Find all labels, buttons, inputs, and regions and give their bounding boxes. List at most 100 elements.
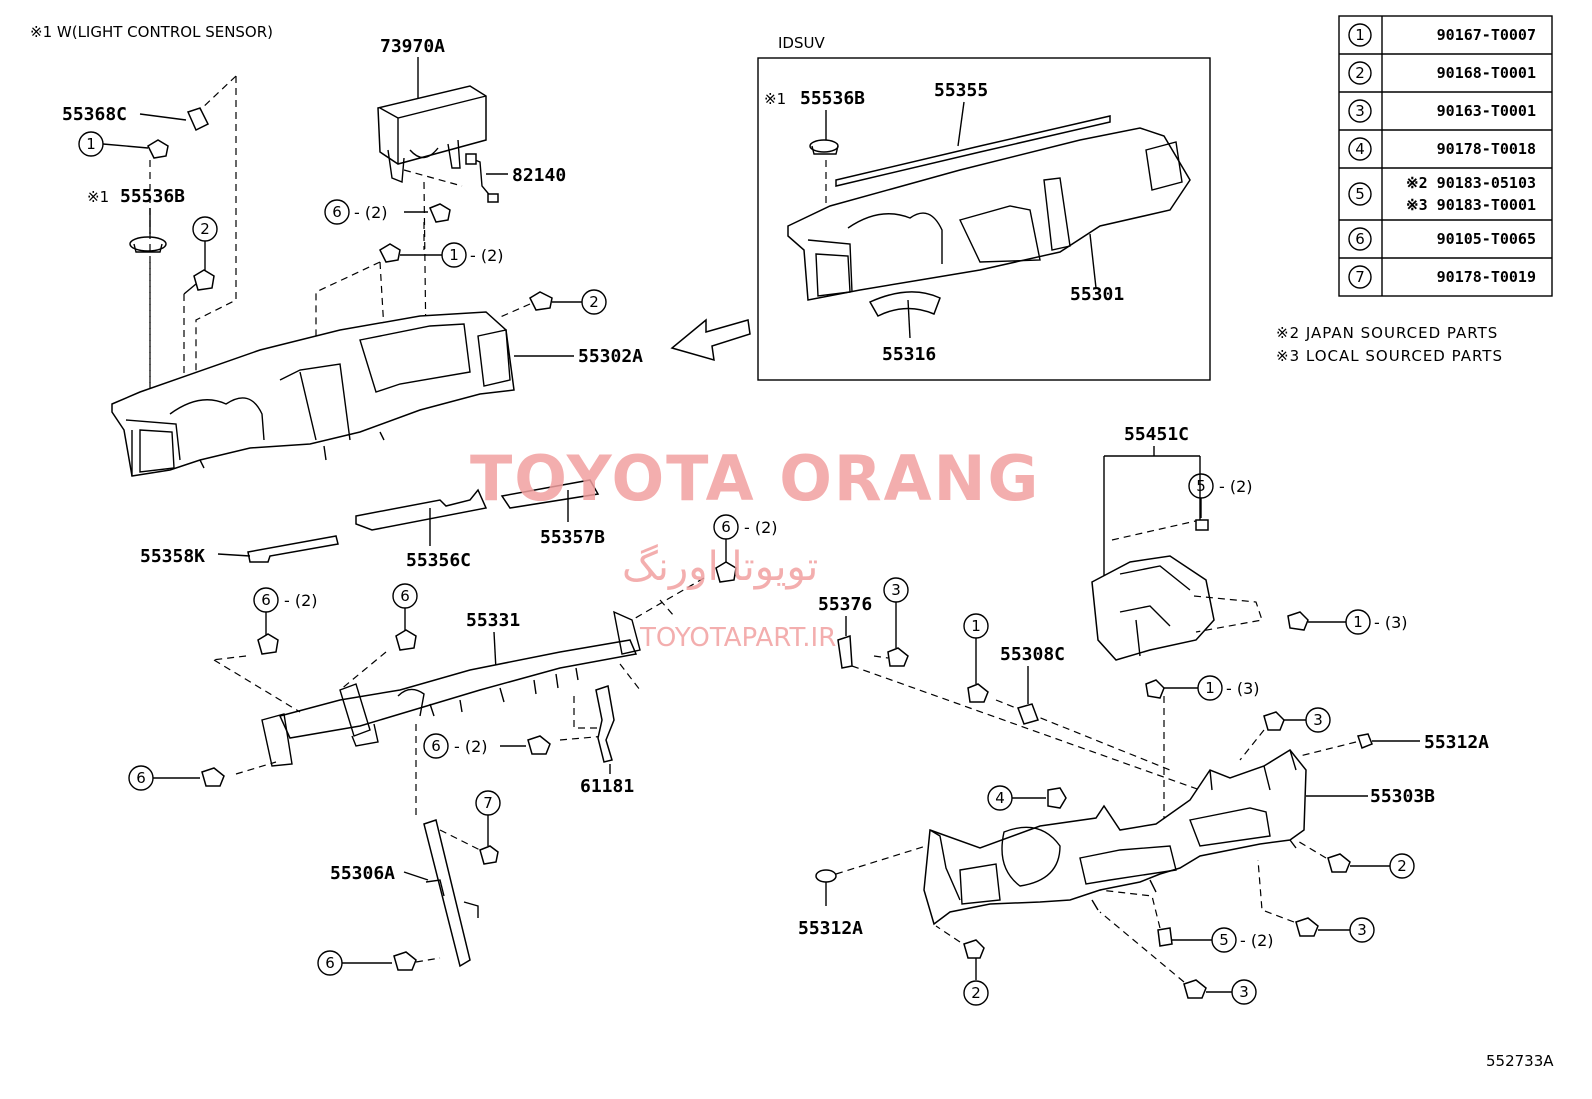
clip-55312a-right: 55312A xyxy=(1299,732,1489,757)
svg-text:2: 2 xyxy=(589,293,599,311)
pads: 55358K 55356C 55357B xyxy=(140,479,605,571)
part-label-55302a: 55302A xyxy=(578,346,643,367)
part-label-73970a: 73970A xyxy=(380,36,445,57)
bolt-number: 6 xyxy=(1355,230,1365,248)
part-label-55376: 55376 xyxy=(818,594,872,615)
bolt-part-number: ※2 90183-05103 xyxy=(1406,174,1536,192)
bolt-part-number: ※3 90183-T0001 xyxy=(1406,196,1536,214)
bolt-callout-1-d: 1 - (3) xyxy=(1145,675,1260,701)
nut-callout-4: 4 xyxy=(987,785,1067,811)
bolt-part-number: 90163-T0001 xyxy=(1437,102,1536,120)
bolt-callout-1-c: 1 - (3) xyxy=(1287,609,1408,635)
airbag-assembly: 73970A xyxy=(377,36,487,184)
svg-text:3: 3 xyxy=(1313,711,1323,729)
svg-text:1: 1 xyxy=(86,135,96,153)
clip-55308c: 55308C xyxy=(1000,644,1065,725)
svg-text:- (2): - (2) xyxy=(354,203,388,222)
svg-text:1: 1 xyxy=(449,246,459,264)
bolt-callout-6-f: 6 xyxy=(317,950,441,976)
bolt-callout-3-c: 3 xyxy=(1257,859,1375,943)
svg-text:3: 3 xyxy=(1357,921,1367,939)
svg-text:2: 2 xyxy=(971,984,981,1002)
clip-55312a-left: 55312A xyxy=(798,845,927,939)
svg-text:2: 2 xyxy=(1397,857,1407,875)
bolt-callout-2-left: 2 xyxy=(183,216,218,295)
reinforcement-55331: 55331 xyxy=(261,610,641,767)
svg-text:※1: ※1 xyxy=(764,90,786,108)
svg-text:6: 6 xyxy=(332,203,342,221)
bolt-callout-2-dash: 2 xyxy=(529,289,607,315)
svg-text:2: 2 xyxy=(200,220,210,238)
note-local: ※3 LOCAL SOURCED PARTS xyxy=(1276,347,1503,365)
sensor-55536b: ※1 55536B xyxy=(87,186,185,253)
part-label-55308c: 55308C xyxy=(1000,644,1065,665)
leaders-mid xyxy=(211,519,1201,851)
nut-callout-7: 7 xyxy=(475,790,501,865)
part-label-55301: 55301 xyxy=(1070,284,1124,305)
bolt-part-number: 90168-T0001 xyxy=(1437,64,1536,82)
bolt-callout-6-top: 6 - (2) xyxy=(324,199,451,225)
svg-text:- (2): - (2) xyxy=(1219,477,1253,496)
part-label-55303b: 55303B xyxy=(1370,786,1435,807)
bolt-part-number: 90178-T0018 xyxy=(1437,140,1536,158)
svg-text:- (3): - (3) xyxy=(1374,613,1408,632)
clip-55368c: 55368C xyxy=(62,104,210,132)
svg-text:1: 1 xyxy=(1353,613,1363,631)
bolt-callout-6-e: 6 xyxy=(128,765,225,791)
bolt-callout-6-d: 6 - (2) xyxy=(423,733,551,759)
svg-text:- (2): - (2) xyxy=(284,591,318,610)
bolt-callout-1-top: 1 - (2) xyxy=(379,242,504,268)
bolt-callout-2-b: 2 xyxy=(1295,839,1415,879)
part-label-55451c: 55451C xyxy=(1124,424,1189,445)
bracket-61181: 61181 xyxy=(580,685,634,797)
harness-82140: 82140 xyxy=(465,153,566,203)
part-label-55331: 55331 xyxy=(466,610,520,631)
brace-55306a: 55306A xyxy=(330,819,479,968)
svg-text:- (3): - (3) xyxy=(1226,679,1260,698)
part-label-55357b: 55357B xyxy=(540,527,605,548)
bolt-number: 4 xyxy=(1355,140,1365,158)
bolt-callout-6-b: 6 xyxy=(392,583,418,651)
bolt-table-row: 2 90168-T0001 xyxy=(1339,53,1552,85)
clip-callout-5-b: 5 - (2) xyxy=(1099,889,1274,953)
part-label-55536b-inset: 55536B xyxy=(800,88,865,109)
note-japan: ※2 JAPAN SOURCED PARTS xyxy=(1276,324,1498,342)
part-label-61181: 61181 xyxy=(580,776,634,797)
part-label-55316: 55316 xyxy=(882,344,936,365)
bolt-callout-3-b: 3 xyxy=(1239,707,1331,761)
bolt-number: 7 xyxy=(1355,268,1365,286)
bolt-number: 2 xyxy=(1355,64,1365,82)
watermark-site: TOYOTAPART.IR xyxy=(639,623,836,653)
bolt-number: 5 xyxy=(1355,185,1365,203)
part-label-55358k: 55358K xyxy=(140,546,205,567)
bolt-callout-6-a: 6 - (2) xyxy=(253,587,318,655)
watermark: TOYOTA ORANG تویوتا اورنگ TOYOTAPART.IR xyxy=(470,442,1040,653)
dash-panel-55302a: 55302A xyxy=(111,311,643,477)
watermark-persian: تویوتا اورنگ xyxy=(622,544,818,590)
bolt-table-row: 6 90105-T0065 xyxy=(1339,219,1552,251)
bolt-callout-1: 1 xyxy=(78,131,169,159)
inset-arrow xyxy=(670,318,751,362)
bolt-callout-1-b: 1 xyxy=(963,613,989,703)
svg-text:- (2): - (2) xyxy=(1240,931,1274,950)
svg-text:6: 6 xyxy=(136,769,146,787)
bolt-table-row: 4 90178-T0018 xyxy=(1339,129,1552,161)
bolt-part-number: 90105-T0065 xyxy=(1437,230,1536,248)
inset-label: IDSUV xyxy=(778,34,825,52)
bolt-table-row: 3 90163-T0001 xyxy=(1339,91,1552,123)
bolt-callout-3-a: 3 xyxy=(873,577,909,667)
lower-panel-55303b: 55303B xyxy=(923,749,1435,926)
bolt-table-row: 5 ※2 90183-05103 ※3 90183-T0001 xyxy=(1339,167,1552,214)
sensor-note: ※1 W(LIGHT CONTROL SENSOR) xyxy=(30,23,273,41)
svg-text:6: 6 xyxy=(721,518,731,536)
part-label-55536b: 55536B xyxy=(120,186,185,207)
bolt-number: 3 xyxy=(1355,102,1365,120)
idsuv-inset: IDSUV ※1 55536B 55355 55301 55316 xyxy=(757,34,1211,381)
svg-text:1: 1 xyxy=(971,617,981,635)
watermark-main: TOYOTA ORANG xyxy=(470,442,1040,515)
part-label-55306a: 55306A xyxy=(330,863,395,884)
svg-text:5: 5 xyxy=(1196,477,1206,495)
